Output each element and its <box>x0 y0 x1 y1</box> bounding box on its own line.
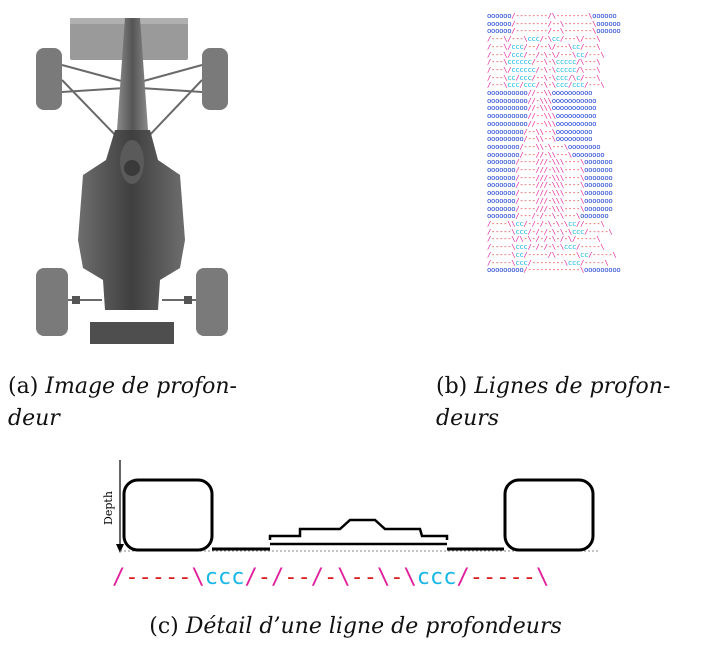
front-left-tyre <box>36 48 62 110</box>
token-slash: / <box>310 565 324 590</box>
depth-line: ooooooo/----///-\\\----\ooooooo <box>487 188 613 198</box>
token-slash: / <box>112 565 126 590</box>
caption-a: (a) Image de profon-deur <box>8 371 278 435</box>
token-dash: - <box>257 565 271 590</box>
depth-line: ooooooo/----///-\\\----\ooooooo <box>487 203 613 213</box>
token-dash: -- <box>284 565 311 590</box>
caption-c-text: Détail d’une ligne de profondeurs <box>185 614 562 639</box>
token-slash: \ <box>337 565 351 590</box>
depth-line: oooooo/--------/--\-------\oooooo <box>487 18 621 28</box>
depth-axis-arrowhead <box>116 544 124 553</box>
depth-line: ooooooo/----///-\\\----\ooooooo <box>487 172 613 182</box>
token-c: ccc <box>204 565 245 590</box>
token-dash: ----- <box>469 565 536 590</box>
depth-line: /---\/cccccc/-\-\ccccc/\---\ <box>487 64 601 74</box>
depth-line: /---\/ccc/--/--\/---\cc/---\ <box>487 41 601 51</box>
depth-line: oooooooooo//--\\\oooooooooo <box>487 111 597 121</box>
body-profile <box>268 518 449 540</box>
depth-line: /-----\ccc/--------\ccc/-----\ <box>487 257 609 267</box>
right-wheel-profile <box>503 478 595 552</box>
depth-axis-label: Depth <box>102 491 115 525</box>
depth-line: oooooooooo//-\\\ooooooooooo <box>487 95 597 105</box>
depth-line: /---\/---\ccc/-\cc/---\/---\ <box>487 34 601 44</box>
depth-line: oooooooo/---\\-\---\oooooooo <box>487 141 601 151</box>
token-slash: \ <box>191 565 205 590</box>
token-slash: / <box>456 565 470 590</box>
depth-line: oooooooooo//-\\\ooooooooooo <box>487 103 597 113</box>
depth-line: oooooo/--------/\--------\oooooo <box>487 12 617 20</box>
left-wheel-profile <box>122 478 214 552</box>
token-dash: - <box>323 565 338 590</box>
depth-line: /-----\ccc/-/-/-\-\ccc/-----\ <box>487 242 605 252</box>
caption-b-text: Lignes de profon-deurs <box>436 374 671 431</box>
token-slash: \ <box>376 565 391 590</box>
depth-line: /----\\cc/-/-/-\-\-\cc//----\ <box>487 218 605 228</box>
caption-b-label: (b) <box>436 374 468 399</box>
token-dash: -- <box>350 565 377 590</box>
depth-profile-diagram: Depth <box>102 460 600 553</box>
rear-left-tyre <box>36 268 68 336</box>
token-dash: ----- <box>125 565 192 590</box>
rear-right-tyre <box>196 268 228 336</box>
depth-line: /---\cccccc/--\-\ccccc/\---\ <box>487 57 601 67</box>
caption-c: (c) Détail d’une ligne de profondeurs <box>0 611 711 643</box>
depth-line: ooooooo/----///-\\\----\ooooooo <box>487 180 613 190</box>
token-c: ccc <box>416 565 457 590</box>
caption-b: (b) Lignes de profon-deurs <box>436 371 706 435</box>
depth-line: ooooooo/---/-/--\-\---\ooooooo <box>487 211 609 221</box>
depth-line: /-----\ccc/-/-/-\-\-\ccc/-----\ <box>487 226 613 236</box>
car-body <box>78 130 185 310</box>
token-slash: \ <box>403 565 417 590</box>
depth-line: /---\cc/ccc/--\-\ccc/\c/---\ <box>487 72 601 82</box>
depth-line: /---\/ccc/--/-\-\/---\cc/---\ <box>487 49 605 59</box>
depth-line: ooooooooo/--\\--\ooooooooo <box>487 126 593 136</box>
depth-line: oooooooo/---//-\\---\oooooooo <box>487 149 605 159</box>
depth-line: ooooooo/----///-\\\----\ooooooo <box>487 195 613 205</box>
depth-line: /---\ccc/ccc/-\-\ccc/ccc/---\ <box>487 80 605 90</box>
depth-line: oooooo/--------/--\-------\oooooo <box>487 26 621 36</box>
caption-c-label: (c) <box>149 614 179 639</box>
front-right-tyre <box>202 48 228 110</box>
token-dash: - <box>390 565 404 590</box>
detail-token-line: /-----\ccc/-/--/-\--\-\ccc/-----\ <box>112 565 549 590</box>
rear-wing <box>90 322 174 344</box>
car-nose <box>117 18 148 130</box>
caption-a-label: (a) <box>8 374 39 399</box>
depth-line: /-----\cc/-----/\-----\cc/-----\ <box>487 249 617 259</box>
depth-line: oooooooooo//--\\oooooooooo <box>487 88 593 98</box>
depth-line: ooooooooo/-------------\ooooooooo <box>487 265 621 275</box>
token-slash: / <box>244 565 258 590</box>
depth-line: oooooooooo//--\\\oooooooooo <box>487 118 597 128</box>
depth-line: ooooooo/----///-\\\----\ooooooo <box>487 157 613 167</box>
depth-line: ooooooooo/--\\--\ooooooooo <box>487 134 593 144</box>
depth-image-car <box>36 18 228 344</box>
caption-a-text: Image de profon-deur <box>8 374 237 431</box>
depth-line: /-----\/\-\-/-/-\-/-\/-----\ <box>487 234 601 244</box>
driver-helmet <box>124 160 140 176</box>
token-slash: \ <box>535 565 550 590</box>
token-slash: / <box>270 565 285 590</box>
depth-line: ooooooo/----///-\\\----\ooooooo <box>487 165 613 175</box>
